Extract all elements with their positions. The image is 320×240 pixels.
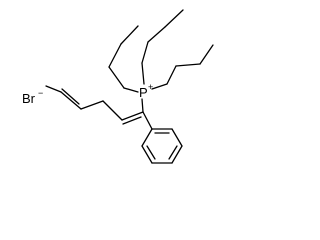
bond-c3b-c4b: [164, 9, 184, 28]
ring-bond-5: [141, 145, 153, 164]
hexadienyl-chain: [45, 85, 123, 121]
ring-bond-6: [141, 128, 153, 147]
bond-c1-c2: [121, 111, 144, 121]
butyl-chain-right: [151, 44, 214, 90]
phosphorus-atom: P +: [139, 82, 153, 100]
butyl-chain-middle: [141, 9, 184, 85]
molecule-structure: Br − P +: [22, 9, 214, 164]
ring-bond-3: [171, 145, 183, 164]
bond-c1-ph: [142, 111, 153, 130]
bromide-ion: Br −: [22, 88, 43, 106]
bond-c1b-c2b: [141, 41, 149, 64]
bond-p-c1a: [123, 87, 139, 93]
bond-c3c-c4c: [199, 44, 214, 65]
phenyl-ring: [141, 111, 183, 164]
bond-c3a-c4a: [120, 25, 139, 45]
bond-c2-c3: [102, 100, 123, 121]
bond-p-c1b: [141, 62, 145, 85]
bond-c1-c2-second: [122, 116, 142, 125]
bond-c3-c4: [80, 100, 104, 110]
bond-p-c1c: [151, 83, 168, 90]
butyl-chain-left: [108, 25, 139, 93]
bond-c1a-c2a: [108, 66, 125, 89]
bond-c2c-c3c: [175, 63, 201, 67]
bond-p-c1: [141, 98, 144, 113]
bond-c4-c5: [60, 91, 82, 110]
ring-bond-3-inner: [168, 145, 178, 160]
bromide-symbol: Br: [22, 91, 36, 106]
phosphorus-charge: +: [148, 82, 153, 92]
bond-c1c-c2c: [166, 65, 177, 85]
ring-bond-5-inner: [146, 145, 156, 160]
bond-c4-c5-second: [61, 88, 80, 105]
ring-bond-2: [171, 128, 183, 147]
bond-c2b-c3b: [147, 26, 166, 43]
bromide-charge: −: [38, 88, 43, 98]
phosphorus-symbol: P: [139, 85, 148, 100]
bond-c2a-c3a: [108, 43, 122, 68]
bond-c5-c6: [45, 85, 62, 93]
vinyl-double-bond: [121, 111, 144, 125]
